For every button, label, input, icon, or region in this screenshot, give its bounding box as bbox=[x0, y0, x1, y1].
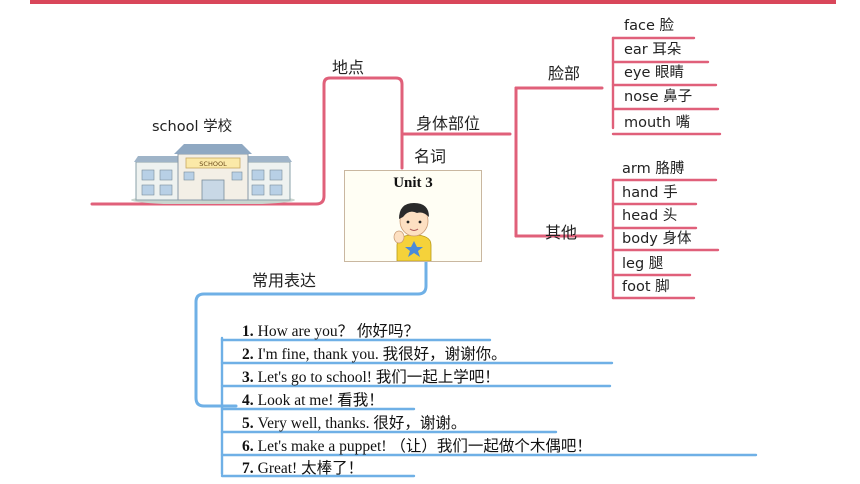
expression-item: 7.Great! 太棒了！ bbox=[242, 460, 364, 477]
school-sign-text: SCHOOL bbox=[199, 160, 227, 168]
school-building-illustration: SCHOOL bbox=[131, 144, 295, 204]
center-unit-box: Unit 3 bbox=[344, 170, 482, 262]
other-leaf: hand 手 bbox=[622, 185, 678, 201]
expression-item: 1.How are you？ 你好吗？ bbox=[242, 323, 420, 340]
other-leaf: body 身体 bbox=[622, 231, 692, 247]
place-item-school: school 学校 bbox=[152, 119, 233, 135]
category-noun-label: 名词 bbox=[414, 147, 447, 166]
other-leaf: leg 腿 bbox=[622, 256, 664, 272]
category-place-label: 地点 bbox=[332, 58, 365, 77]
expression-item: 3.Let's go to school! 我们一起上学吧！ bbox=[242, 369, 500, 386]
face-leaf: eye 眼睛 bbox=[624, 65, 685, 81]
face-leaf: mouth 嘴 bbox=[624, 115, 691, 131]
expression-item: 5.Very well, thanks. 很好，谢谢。 bbox=[242, 415, 467, 432]
place-branch-line bbox=[90, 76, 404, 206]
other-group-label: 其他 bbox=[545, 223, 578, 242]
expressions-branch-line bbox=[194, 260, 428, 408]
face-leaf: face 脸 bbox=[624, 18, 674, 34]
face-leaf: ear 耳朵 bbox=[624, 42, 682, 58]
top-accent-bar bbox=[30, 0, 836, 4]
expression-item: 4.Look at me! 看我！ bbox=[242, 392, 384, 409]
expression-item: 6.Let's make a puppet! （让）我们一起做个木偶吧！ bbox=[242, 438, 592, 455]
boy-illustration bbox=[393, 203, 432, 261]
other-leaf: foot 脚 bbox=[622, 279, 670, 295]
face-leaf: nose 鼻子 bbox=[624, 89, 693, 105]
category-body-label: 身体部位 bbox=[416, 114, 481, 133]
other-leaf: arm 胳膊 bbox=[622, 161, 685, 177]
face-group-label: 脸部 bbox=[548, 64, 581, 83]
expression-item: 2.I'm fine, thank you. 我很好，谢谢你。 bbox=[242, 346, 507, 363]
other-leaf: head 头 bbox=[622, 208, 678, 224]
center-title: Unit 3 bbox=[393, 175, 433, 191]
expressions-label: 常用表达 bbox=[252, 271, 317, 290]
